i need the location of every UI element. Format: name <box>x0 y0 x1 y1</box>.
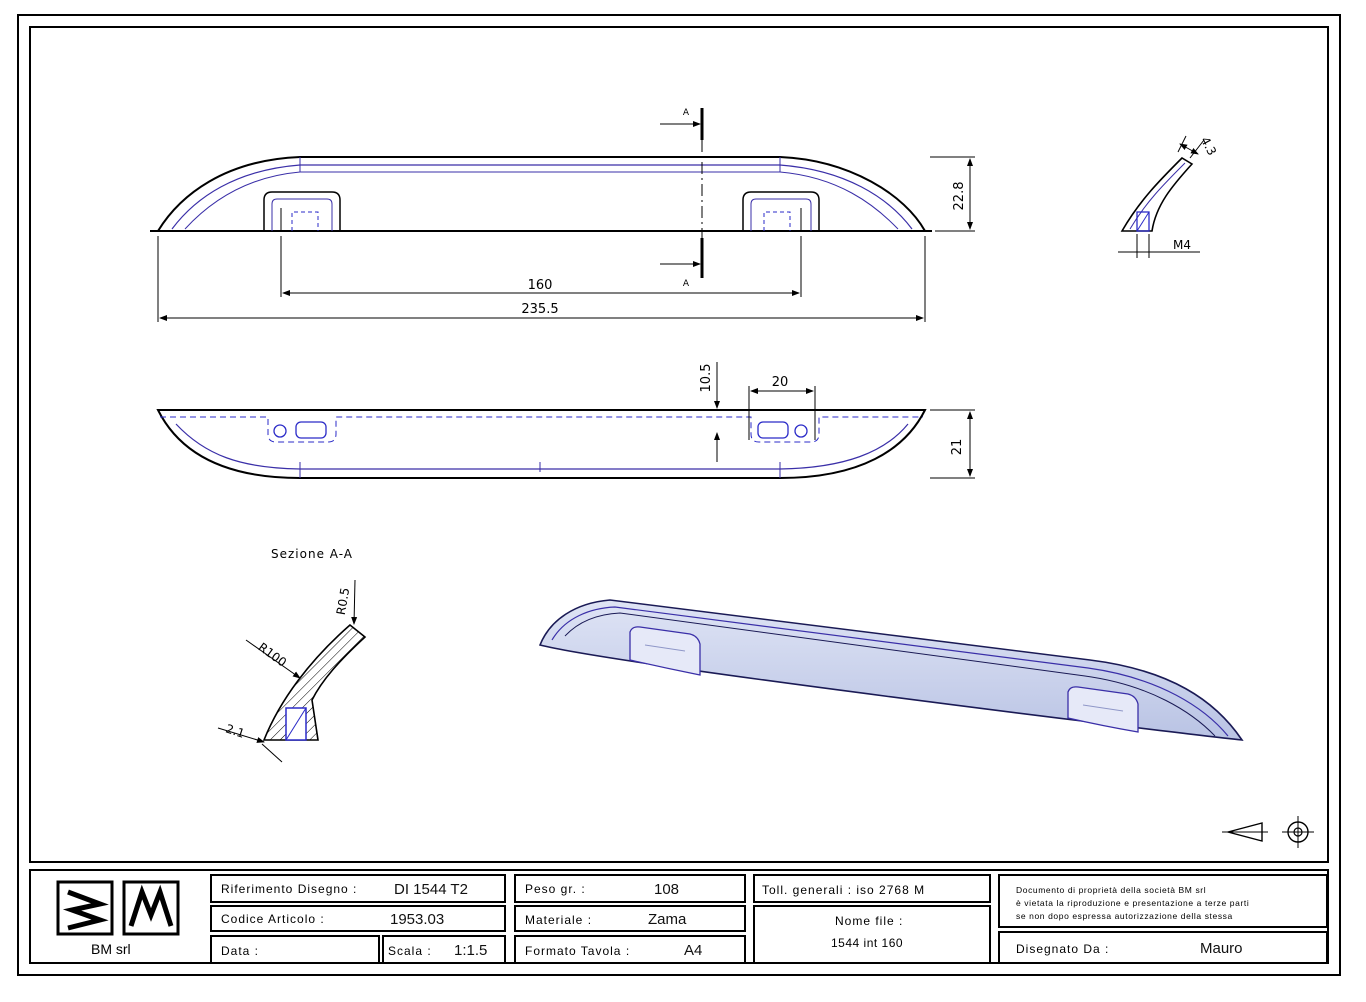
company-logo <box>56 880 180 936</box>
isometric-view <box>538 599 1244 741</box>
peso-label: Peso gr. : <box>525 882 586 896</box>
formato-field: Formato Tavola : A4 <box>514 935 746 964</box>
dim-boss-width: 20 <box>772 375 789 390</box>
section-title: Sezione A-A <box>271 547 353 561</box>
toll-label: Toll. generali : iso 2768 M <box>762 883 926 897</box>
projection-symbol <box>1222 816 1314 848</box>
codice-value: 1953.03 <box>390 911 445 928</box>
rif-value: DI 1544 T2 <box>394 881 468 898</box>
dim-thickness: 2.1 <box>224 722 246 741</box>
top-view <box>156 409 927 479</box>
section-mark-top: A <box>683 108 690 118</box>
disegnato-field: Disegnato Da : Mauro <box>998 931 1328 964</box>
rif-label: Riferimento Disegno : <box>221 882 358 896</box>
dim-wall: 4.3 <box>1198 134 1219 157</box>
dim-radius-small: R0.5 <box>334 587 353 616</box>
drawing-frame <box>29 26 1329 863</box>
notice-line-1: Documento di proprietà della società BM … <box>1016 885 1207 895</box>
nome-file-field: Nome file : 1544 int 160 <box>753 905 991 964</box>
section-aa: Sezione A-A R0.5 R100 2.1 <box>217 547 367 763</box>
dim-offset-depth: 10.5 <box>699 364 714 393</box>
dim-thread: M4 <box>1173 238 1191 252</box>
section-mark-bottom: A <box>683 279 690 289</box>
dim-height-top: 21 <box>950 439 965 456</box>
outer-border <box>17 14 1341 976</box>
scala-value: 1:1.5 <box>454 942 488 959</box>
front-view <box>150 108 932 278</box>
peso-value: 108 <box>654 881 680 898</box>
nome-value: 1544 int 160 <box>831 936 904 950</box>
notice-line-3: se non dopo espressa autorizzazione dell… <box>1016 911 1233 921</box>
notice-line-2: è vietata la riproduzione e presentazion… <box>1016 898 1250 908</box>
top-dimensions: 20 10.5 21 <box>699 362 975 479</box>
company-name: BM srl <box>91 941 131 957</box>
peso-field: Peso gr. : 108 <box>514 874 746 903</box>
dim-radius-large: R100 <box>256 640 290 670</box>
scala-field: Scala : 1:1.5 <box>382 935 506 964</box>
tolleranze-field: Toll. generali : iso 2768 M <box>753 874 991 903</box>
dim-height-front: 22.8 <box>952 182 967 211</box>
side-profile: 4.3 M4 <box>1118 134 1219 258</box>
data-field: Data : <box>210 935 380 964</box>
formato-label: Formato Tavola : <box>525 944 631 958</box>
formato-value: A4 <box>684 942 703 959</box>
codice-label: Codice Articolo : <box>221 912 325 926</box>
codice-articolo-field: Codice Articolo : 1953.03 <box>210 905 506 932</box>
materiale-label: Materiale : <box>525 913 593 927</box>
nome-label: Nome file : <box>835 914 904 928</box>
disegnato-label: Disegnato Da : <box>1016 942 1110 956</box>
ownership-notice: Documento di proprietà della società BM … <box>998 874 1328 928</box>
disegnato-value: Mauro <box>1200 940 1243 957</box>
rif-disegno-field: Riferimento Disegno : DI 1544 T2 <box>210 874 506 903</box>
data-label: Data : <box>221 944 260 958</box>
scala-label: Scala : <box>388 944 432 958</box>
dim-overall-length: 235.5 <box>521 302 558 317</box>
materiale-field: Materiale : Zama <box>514 905 746 932</box>
front-dimensions: 160 235.5 22.8 A A <box>157 108 975 322</box>
dim-hole-spacing: 160 <box>528 278 553 293</box>
materiale-value: Zama <box>648 911 687 928</box>
